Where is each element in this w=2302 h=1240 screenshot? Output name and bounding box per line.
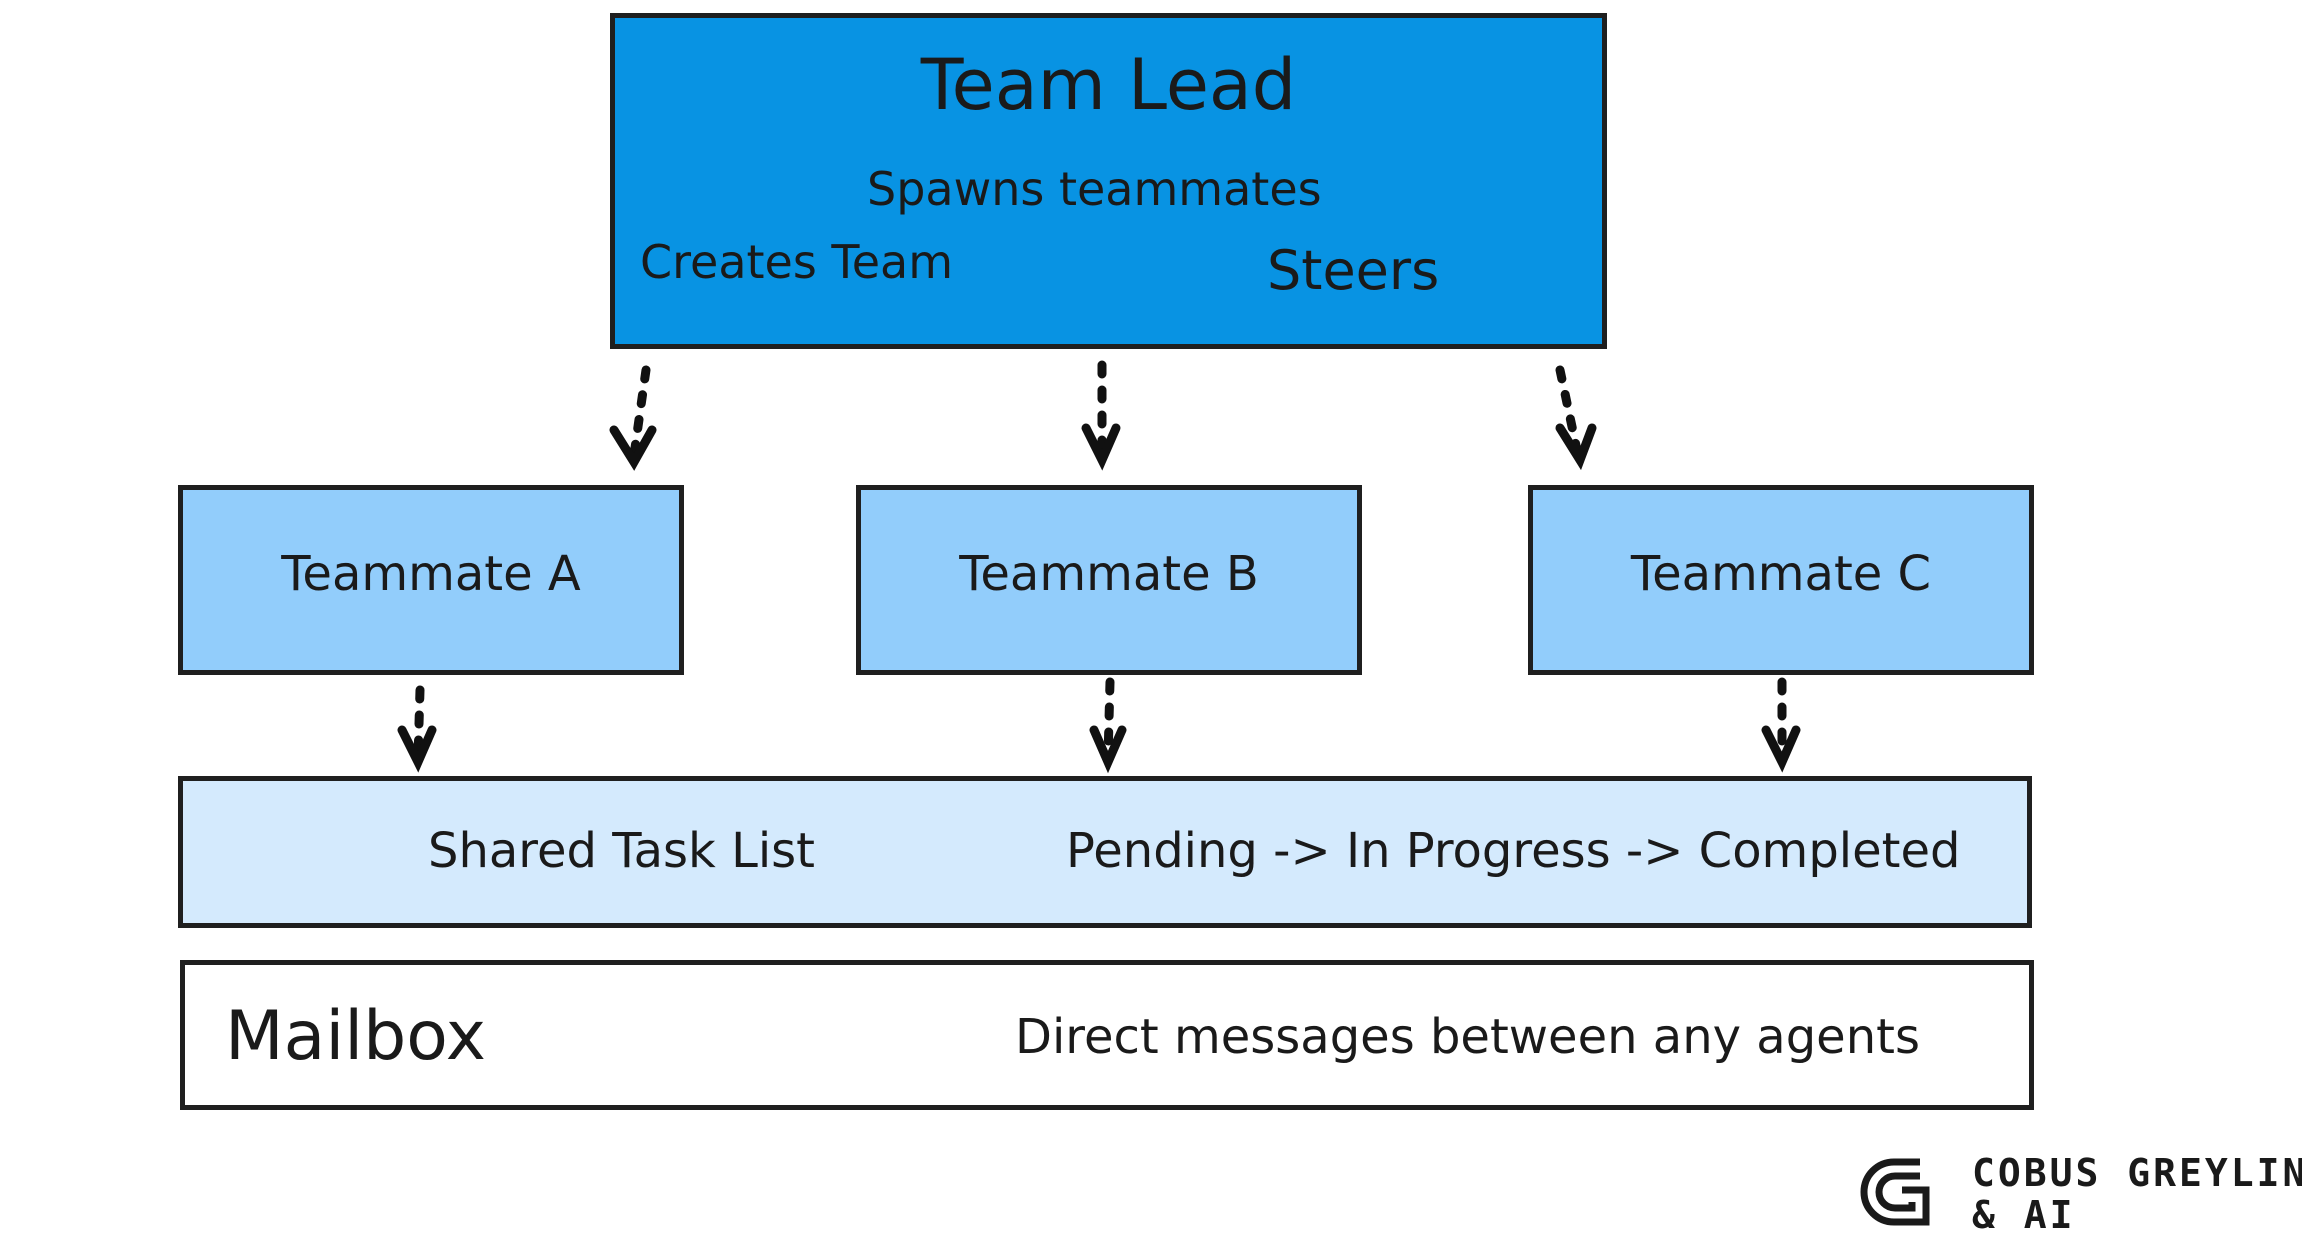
mailbox-box: Mailbox Direct messages between any agen… <box>180 960 2034 1110</box>
arrow-lead-to-teammate-a <box>609 365 657 471</box>
spawns-teammates-label: Spawns teammates <box>867 162 1322 216</box>
arrow-lead-to-teammate-c <box>1555 365 1597 471</box>
brand-name-line2: & AI <box>1972 1193 2076 1237</box>
brand-logo: COBUS GREYLING & AI <box>1858 1150 2302 1240</box>
arrow-teammate-a-to-tasks <box>397 685 437 773</box>
arrow-teammate-b-to-tasks <box>1089 677 1127 774</box>
creates-team-label: Creates Team <box>640 235 954 289</box>
brand-name-line1: COBUS GREYLING <box>1972 1151 2302 1195</box>
steers-label: Steers <box>1267 239 1440 302</box>
brand-g-icon <box>1860 1158 1930 1226</box>
teammate-b-box: Teammate B <box>856 485 1362 675</box>
mailbox-title: Mailbox <box>225 997 487 1076</box>
teammate-c-label: Teammate C <box>1630 546 1932 602</box>
teammate-a-label: Teammate A <box>281 546 581 602</box>
shared-task-list-title: Shared Task List <box>428 823 815 879</box>
teammate-b-label: Teammate B <box>959 546 1259 602</box>
task-status-flow: Pending -> In Progress -> Completed <box>1066 823 1961 879</box>
shared-task-list-box: Shared Task List Pending -> In Progress … <box>178 776 2032 928</box>
teammate-c-box: Teammate C <box>1528 485 2034 675</box>
team-lead-title: Team Lead <box>920 44 1297 126</box>
team-lead-box: Team Lead Spawns teammates Creates Team … <box>610 13 1607 349</box>
mailbox-description: Direct messages between any agents <box>1015 1009 1920 1065</box>
teammate-a-box: Teammate A <box>178 485 684 675</box>
arrow-teammate-c-to-tasks <box>1761 677 1801 773</box>
arrow-lead-to-teammate-b <box>1081 360 1121 471</box>
